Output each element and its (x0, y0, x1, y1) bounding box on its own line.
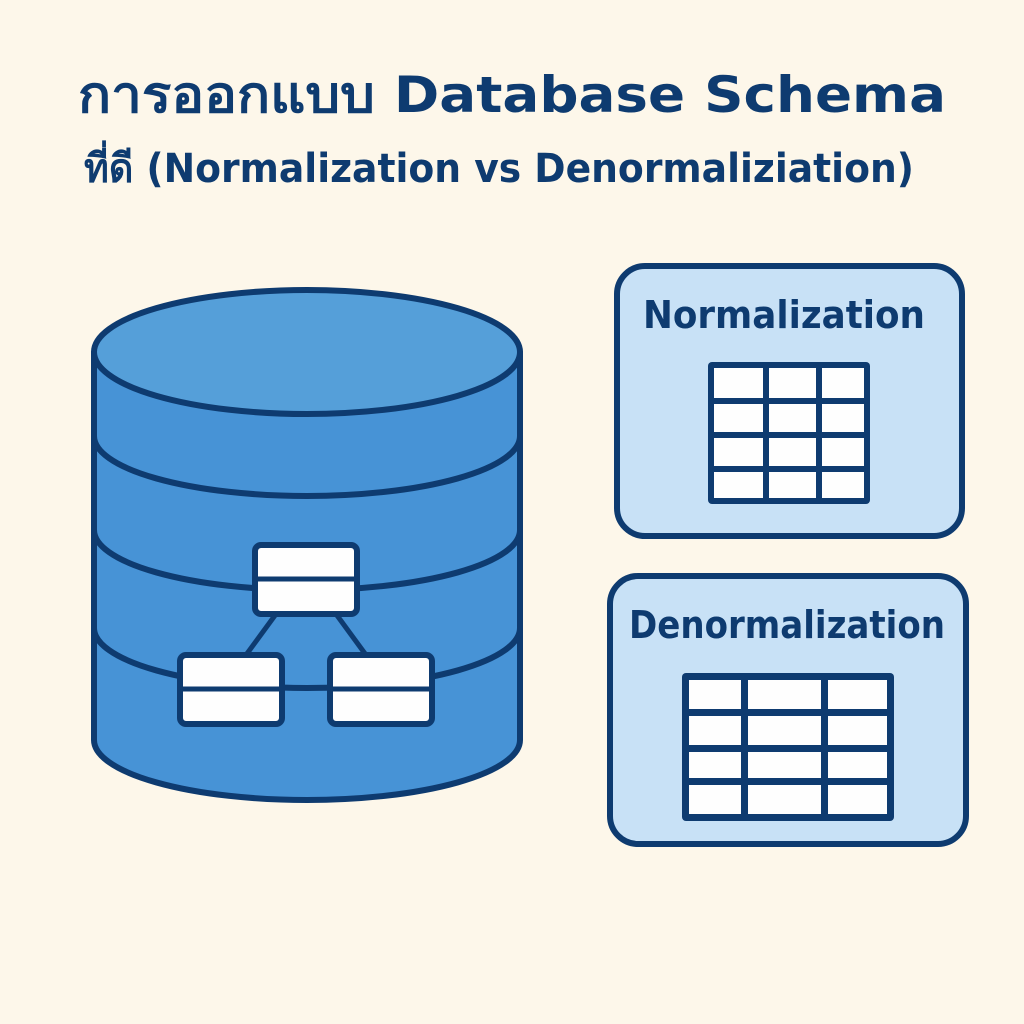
cylinder-band-1 (91, 435, 523, 499)
normalization-panel: Normalization (614, 263, 965, 539)
title-line-1: การออกแบบ Database Schema (78, 66, 946, 124)
wide-grid-3x4-icon (682, 673, 894, 821)
denormalization-label: Denormalization (629, 603, 945, 647)
tree-connector-left (243, 612, 279, 657)
denormalization-panel: Denormalization (607, 573, 969, 847)
cylinder-band-3 (91, 627, 523, 691)
normalized-cells (714, 368, 864, 498)
schema-table-parent (252, 542, 360, 617)
cylinder-top (91, 287, 523, 417)
title-line-2: ที่ดี (Normalization vs Denormaliziation… (84, 140, 914, 192)
schema-tree-icon (177, 542, 435, 727)
denormalized-cells (689, 680, 887, 814)
tree-connector-right (333, 612, 369, 657)
schema-table-child-left (177, 652, 285, 727)
normalization-label: Normalization (643, 293, 925, 337)
schema-table-child-right (327, 652, 435, 727)
grid-3x4-icon (708, 362, 870, 504)
